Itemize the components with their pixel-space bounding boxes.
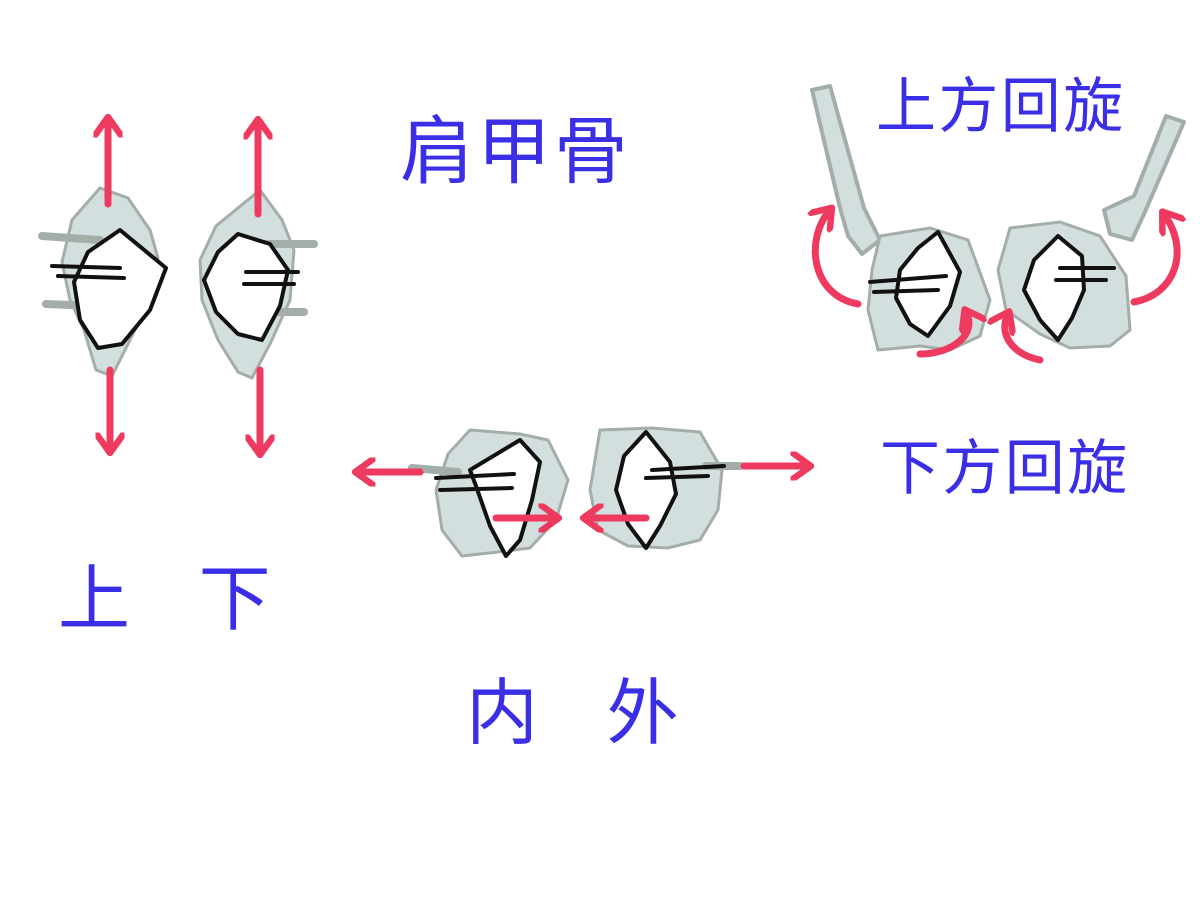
scapular-spine — [644, 474, 710, 480]
arrow-downward-rotation-left — [916, 312, 969, 358]
scapula-outline — [202, 232, 290, 342]
left-scapula-pair-3 — [866, 226, 992, 352]
scapular-spine — [50, 264, 122, 270]
scapular-spine — [434, 472, 516, 480]
scapular-spine — [438, 486, 514, 492]
elevation-depression-group — [38, 120, 318, 452]
right-scapula-pair-1 — [198, 187, 318, 380]
elevation-depression-label: 上 下 — [58, 557, 274, 641]
scapular-spine — [650, 464, 726, 472]
right-scapula-pair-3 — [996, 220, 1132, 350]
left-scapula-pair-2 — [408, 428, 570, 558]
upward-rotation-label: 上方回旋 — [876, 72, 1126, 142]
humerus-bone — [810, 84, 882, 256]
arrow-upward-rotation-left — [815, 210, 862, 308]
scapular-spine — [872, 288, 940, 294]
scapular-spine — [868, 274, 948, 284]
rib-line — [38, 232, 104, 244]
rotation-group — [810, 84, 1186, 364]
left-scapula-pair-1 — [38, 186, 168, 378]
scapula-outline — [72, 228, 168, 350]
arrow-downward-rotation-right — [1005, 314, 1044, 364]
humerus-bone — [1102, 114, 1186, 242]
scapular-spine — [56, 274, 126, 280]
diagram-title: 肩甲骨 — [400, 109, 631, 195]
downward-rotation-label: 下方回旋 — [880, 434, 1130, 504]
arrow-upward-rotation-right — [1130, 214, 1177, 306]
scapula-outline — [894, 230, 962, 338]
right-scapula-pair-2 — [588, 426, 744, 550]
protraction-retraction-label: 内 外 — [466, 671, 682, 755]
protraction-retraction-group — [358, 426, 808, 558]
